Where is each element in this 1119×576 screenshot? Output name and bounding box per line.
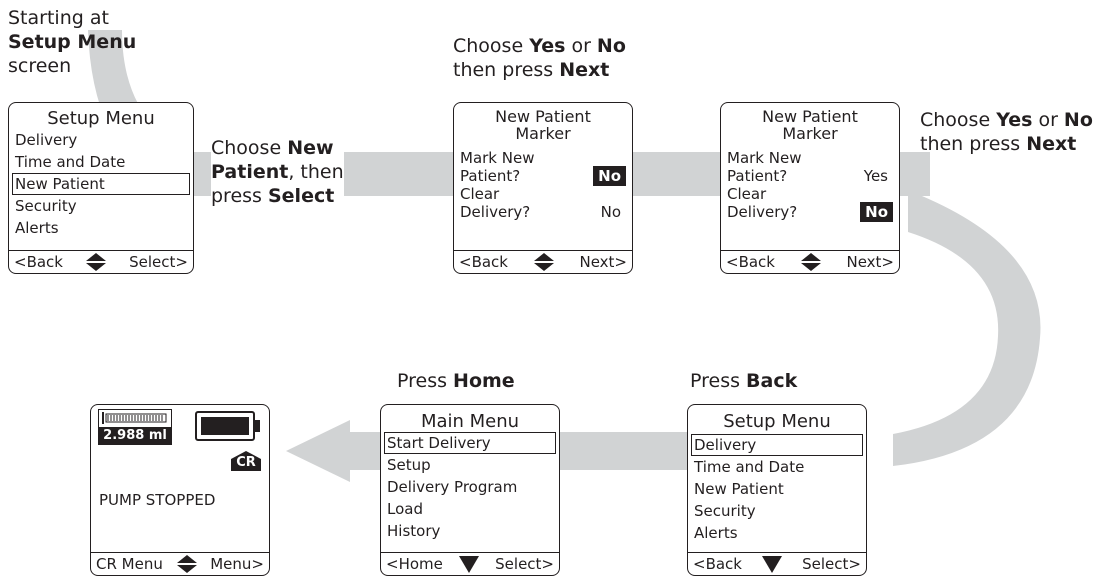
volume-box: 2.988 ml [98, 409, 172, 445]
menu-item-delivery-program[interactable]: Delivery Program [387, 478, 518, 496]
patient-row: Patient?Yes [721, 167, 899, 185]
select-softkey[interactable]: Select> [129, 253, 188, 271]
screen-title-line1: New Patient [495, 107, 591, 126]
menu-item-history[interactable]: History [387, 522, 441, 540]
mark-new-row: Mark New [727, 149, 802, 167]
screen-main-menu: Main Menu Start Delivery Setup Delivery … [380, 404, 560, 576]
screen-setup-menu-end: Setup Menu Delivery Time and Date New Pa… [687, 404, 867, 576]
flow-arrowhead-left [286, 420, 350, 482]
screen-title: Setup Menu [723, 411, 831, 432]
caption-choose-yes-no-2: Choose Yes or No then press Next [920, 109, 1093, 155]
back-softkey[interactable]: <Back [14, 253, 63, 271]
volume-gauge-icon [102, 412, 167, 424]
down-arrow-icon[interactable] [762, 555, 783, 573]
home-softkey[interactable]: <Home [386, 555, 443, 573]
screen-title-line2: Marker [782, 124, 838, 143]
menu-item-delivery[interactable]: Delivery [691, 434, 863, 456]
select-softkey[interactable]: Select> [495, 555, 554, 573]
menu-item-alerts[interactable]: Alerts [15, 219, 59, 237]
mark-new-row: Mark New [460, 149, 535, 167]
softkey-bar: CR Menu Menu> [91, 552, 269, 575]
menu-item-setup[interactable]: Setup [387, 456, 431, 474]
up-down-arrows-icon[interactable] [176, 555, 197, 573]
softkey-bar: <Back Select> [9, 250, 193, 273]
patient-row: Patient?No [454, 166, 632, 186]
softkey-bar: <Home Select> [381, 552, 559, 575]
flow-arrow-curve [893, 196, 1041, 466]
menu-softkey[interactable]: Menu> [210, 555, 264, 573]
caption-choose-new-patient: Choose New Patient, then press Select [211, 136, 344, 208]
caption-choose-yes-no-1: Choose Yes or No then press Next [453, 35, 626, 81]
delivery-row: Delivery?No [454, 203, 632, 221]
caption-press-home: Press Home [397, 370, 515, 392]
menu-item-time-and-date[interactable]: Time and Date [15, 153, 126, 171]
menu-item-delivery[interactable]: Delivery [15, 131, 78, 149]
up-down-arrows-icon[interactable] [533, 253, 554, 271]
menu-item-security[interactable]: Security [15, 197, 77, 215]
menu-item-load[interactable]: Load [387, 500, 423, 518]
back-softkey[interactable]: <Back [693, 555, 742, 573]
screen-title: Main Menu [420, 411, 520, 432]
volume-readout: 2.988 ml [99, 427, 171, 444]
screen-title-line1: New Patient [762, 107, 858, 126]
down-arrow-icon[interactable] [459, 555, 480, 573]
caption-press-back: Press Back [690, 370, 798, 392]
screen-new-patient-marker-2: New Patient Marker Mark New Patient?Yes … [720, 102, 900, 274]
screen-title-line2: Marker [515, 124, 571, 143]
screen-pump-status: 2.988 ml CR PUMP STOPPED CR Menu Menu> [90, 404, 270, 576]
back-softkey[interactable]: <Back [726, 253, 775, 271]
menu-item-alerts[interactable]: Alerts [694, 524, 738, 542]
screen-title: Setup Menu [47, 108, 155, 129]
up-down-arrows-icon[interactable] [86, 253, 107, 271]
up-down-arrows-icon[interactable] [800, 253, 821, 271]
caption-start: Starting at Setup Menu screen [8, 7, 137, 77]
menu-list: Delivery Time and Date New Patient Secur… [9, 129, 193, 239]
menu-item-time-and-date[interactable]: Time and Date [694, 458, 805, 476]
cr-badge: CR [231, 451, 261, 471]
menu-list: Start Delivery Setup Delivery Program Lo… [381, 432, 559, 542]
delivery-value[interactable]: No [600, 203, 621, 221]
patient-value-selected[interactable]: No [593, 166, 626, 186]
next-softkey[interactable]: Next> [846, 253, 894, 271]
screen-new-patient-marker-1: New Patient Marker Mark New Patient?No C… [453, 102, 633, 274]
menu-item-new-patient[interactable]: New Patient [12, 173, 190, 195]
select-softkey[interactable]: Select> [802, 555, 861, 573]
softkey-bar: <Back Next> [454, 250, 632, 273]
battery-icon [195, 411, 260, 441]
clear-row: Clear [460, 185, 500, 203]
clear-row: Clear [727, 185, 767, 203]
cr-menu-softkey[interactable]: CR Menu [96, 555, 163, 573]
menu-item-security[interactable]: Security [694, 502, 756, 520]
menu-item-new-patient[interactable]: New Patient [694, 480, 784, 498]
next-softkey[interactable]: Next> [579, 253, 627, 271]
back-softkey[interactable]: <Back [459, 253, 508, 271]
softkey-bar: <Back Select> [688, 552, 866, 575]
patient-value[interactable]: Yes [863, 167, 888, 185]
delivery-row: Delivery?No [721, 202, 899, 222]
screen-setup-menu-start: Setup Menu Delivery Time and Date New Pa… [8, 102, 194, 274]
softkey-bar: <Back Next> [721, 250, 899, 273]
delivery-value-selected[interactable]: No [860, 202, 893, 222]
menu-item-start-delivery[interactable]: Start Delivery [384, 432, 556, 454]
menu-list: Delivery Time and Date New Patient Secur… [688, 434, 866, 544]
pump-status-message: PUMP STOPPED [99, 491, 216, 509]
